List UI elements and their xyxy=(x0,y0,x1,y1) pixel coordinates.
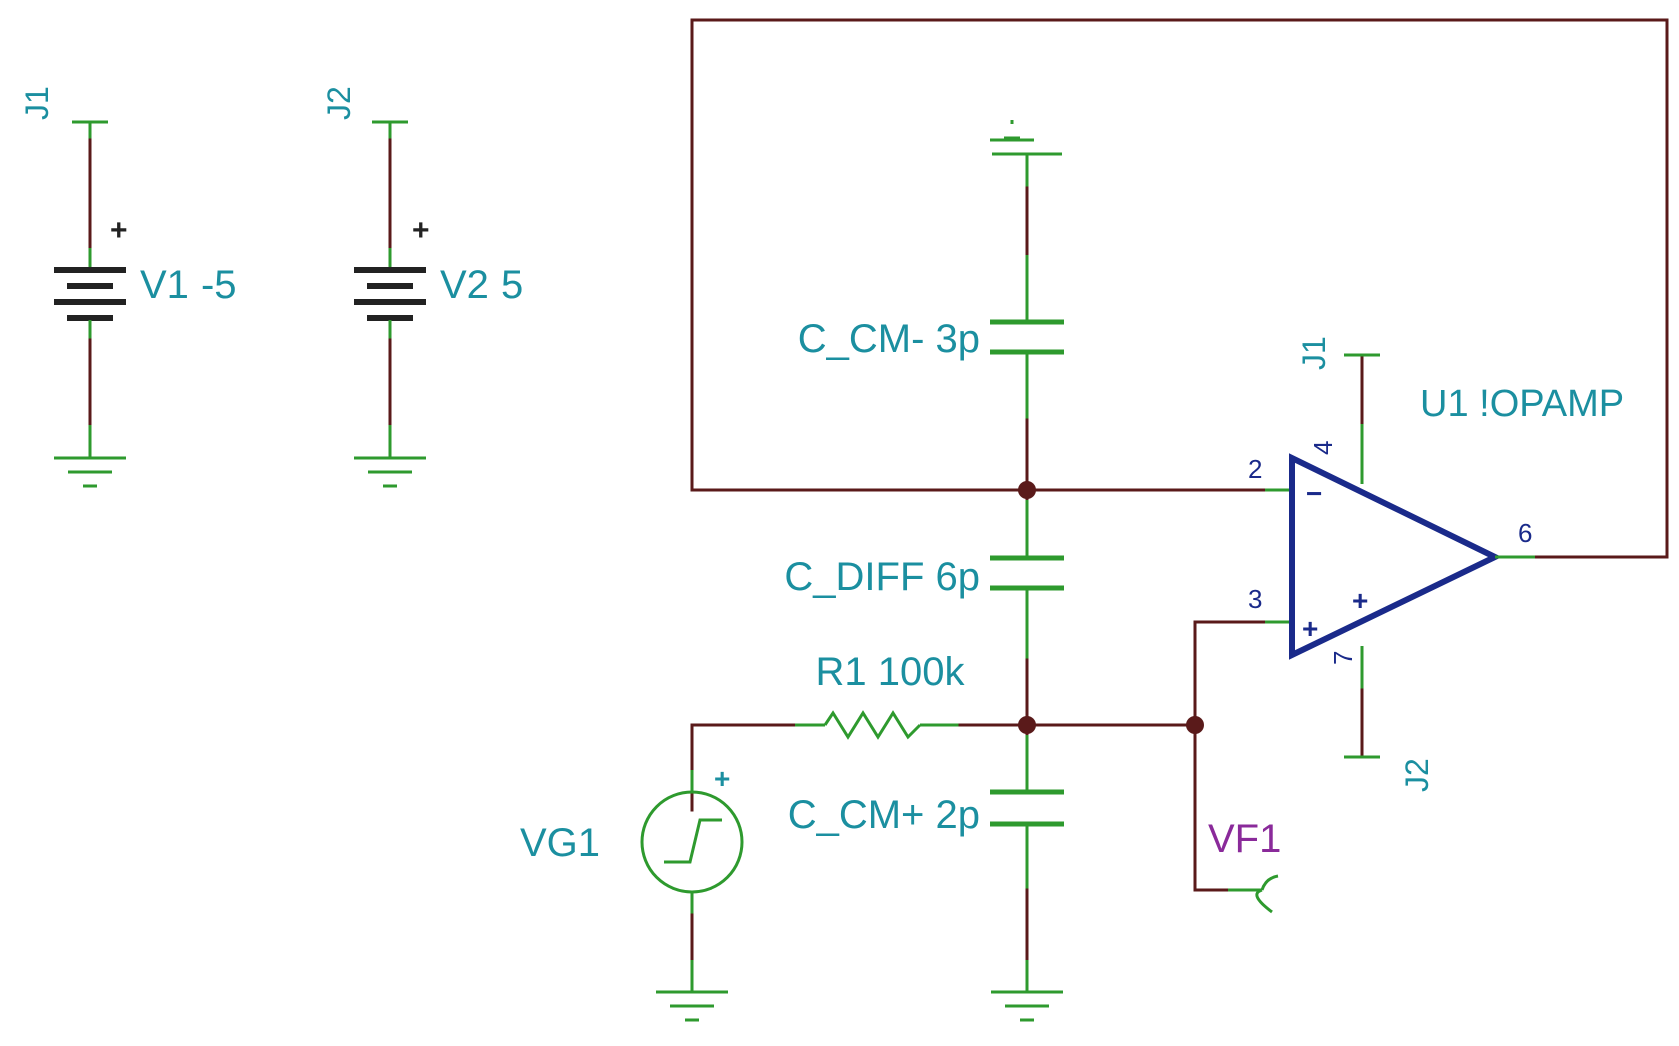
vg1-label: VG1 xyxy=(520,821,600,865)
opamp-pin-7: 7 xyxy=(1328,651,1358,665)
opamp-supply-top-label: J1 xyxy=(1296,336,1332,370)
supply-v2-name: V2 xyxy=(440,263,489,307)
feedback-wire xyxy=(690,18,1669,559)
supply-v2-jumper-label: J2 xyxy=(321,86,357,120)
noninverting-input-wire xyxy=(1193,620,1292,892)
opamp-pin-6: 6 xyxy=(1518,518,1532,548)
svg-text:V1-5: V1 -5 xyxy=(140,263,237,307)
step-source-icon xyxy=(664,818,722,864)
resistor-r1[interactable]: R1 100k xyxy=(690,650,1197,812)
supply-v2-polarity: + xyxy=(412,214,430,247)
source-vg1[interactable]: + VG1 xyxy=(520,763,744,1022)
supply-v2-value: 5 xyxy=(501,263,523,307)
junction-dot xyxy=(1018,716,1036,734)
opamp-supply-plus-sign: + xyxy=(1352,585,1368,616)
supply-v1-value: -5 xyxy=(201,263,237,307)
opamp-noninverting-sign: + xyxy=(1302,613,1318,644)
junction-dot xyxy=(1018,481,1036,499)
opamp-pin-3: 3 xyxy=(1248,584,1262,614)
capacitor-c-cm-minus[interactable]: C_CM- 3p xyxy=(798,120,1064,492)
probe-vf1[interactable]: VF1 xyxy=(1193,817,1281,914)
capacitor-c-diff[interactable]: C_DIFF 6p xyxy=(784,488,1064,727)
supply-v1-polarity: + xyxy=(110,214,128,247)
opamp-triangle xyxy=(1289,453,1502,660)
vg1-polarity: + xyxy=(714,763,730,794)
junction-dot xyxy=(1186,716,1204,734)
supply-v2[interactable]: J2 + V2 5 xyxy=(321,86,523,488)
capacitor-c-cm-plus[interactable]: C_CM+ 2p xyxy=(788,723,1064,1022)
svg-text:V25: V2 5 xyxy=(440,263,523,307)
opamp-u1[interactable]: J1 J2 − + + 2 3 6 4 7 U1 !OPAMP xyxy=(1248,336,1624,792)
r1-label: R1 100k xyxy=(816,650,966,694)
opamp-pin-2: 2 xyxy=(1248,454,1262,484)
supply-v1[interactable]: J1 + V1 -5 xyxy=(19,86,237,488)
c-diff-label: C_DIFF 6p xyxy=(784,555,980,599)
opamp-supply-bottom-label: J2 xyxy=(1399,758,1435,792)
opamp-label: U1 !OPAMP xyxy=(1420,383,1624,425)
opamp-pin-4: 4 xyxy=(1308,441,1338,455)
supply-v1-jumper-label: J1 xyxy=(19,86,55,120)
opamp-inverting-sign: − xyxy=(1306,478,1322,509)
supply-v1-name: V1 xyxy=(140,263,189,307)
c-cm-minus-label: C_CM- 3p xyxy=(798,317,980,361)
vf1-label: VF1 xyxy=(1208,817,1281,861)
c-cm-plus-label: C_CM+ 2p xyxy=(788,793,980,837)
